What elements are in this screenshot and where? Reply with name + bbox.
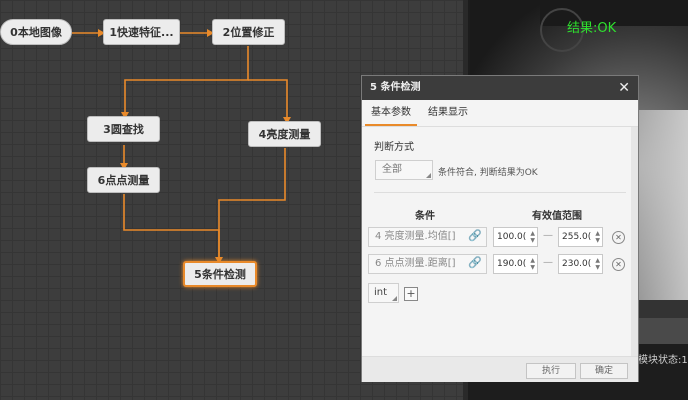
spinner-icon[interactable]: ▲▼ xyxy=(595,257,600,271)
execute-button[interactable]: 执行 xyxy=(526,363,576,379)
condition-row-1-min[interactable]: 100.0( ▲▼ xyxy=(493,227,538,247)
node-fast-feature[interactable]: 1快速特征... xyxy=(103,19,180,45)
min-value: 190.0( xyxy=(497,259,527,269)
type-select[interactable]: int xyxy=(368,283,399,303)
link-icon[interactable]: 🔗 xyxy=(468,256,482,269)
node-circle-find[interactable]: 3圆查找 xyxy=(87,116,160,142)
node-point-measure[interactable]: 6点点测量 xyxy=(87,167,160,193)
judge-note: 条件符合, 判断结果为OK xyxy=(438,168,538,178)
delete-row-2-icon[interactable]: ✕ xyxy=(612,258,625,271)
max-value: 255.0( xyxy=(562,232,592,242)
confirm-button[interactable]: 确定 xyxy=(580,363,628,379)
close-icon[interactable]: ✕ xyxy=(618,80,630,96)
type-value: int xyxy=(374,287,388,298)
spinner-icon[interactable]: ▲▼ xyxy=(595,230,600,244)
flow-connectors xyxy=(72,29,291,264)
condition-check-dialog: 5 条件检测 ✕ 基本参数 结果显示 判断方式 全部 条件符合, 判断结果为OK… xyxy=(361,75,639,382)
range-separator: — xyxy=(543,230,553,241)
dialog-titlebar[interactable]: 5 条件检测 ✕ xyxy=(362,76,638,100)
judge-method-select[interactable]: 全部 xyxy=(375,160,433,180)
col-range-header: 有效值范围 xyxy=(532,211,582,222)
condition-row-2-min[interactable]: 190.0( ▲▼ xyxy=(493,254,538,274)
spinner-icon[interactable]: ▲▼ xyxy=(530,257,535,271)
dropdown-corner-icon xyxy=(426,173,431,178)
range-separator: — xyxy=(543,257,553,268)
judge-method-label: 判断方式 xyxy=(374,142,414,153)
node-brightness[interactable]: 4亮度测量 xyxy=(248,121,321,147)
min-value: 100.0( xyxy=(497,232,527,242)
condition-row-1-max[interactable]: 255.0( ▲▼ xyxy=(558,227,603,247)
section-divider xyxy=(374,192,626,193)
image-panel-tab xyxy=(638,318,688,344)
dialog-title: 5 条件检测 xyxy=(370,82,421,93)
dialog-footer: 执行 确定 xyxy=(362,356,638,382)
link-icon[interactable]: 🔗 xyxy=(468,229,482,242)
tab-divider xyxy=(362,126,638,127)
node-position-correct[interactable]: 2位置修正 xyxy=(212,19,285,45)
add-condition-button[interactable]: + xyxy=(404,287,418,301)
judge-method-value: 全部 xyxy=(382,164,402,175)
tab-result-display[interactable]: 结果显示 xyxy=(428,107,468,118)
max-value: 230.0( xyxy=(562,259,592,269)
condition-row-2-source[interactable]: 6 点点测量.距离[] xyxy=(368,254,487,274)
col-condition-header: 条件 xyxy=(415,211,435,222)
dropdown-corner-icon xyxy=(392,296,397,301)
result-label: 结果:OK xyxy=(567,21,617,36)
image-ring xyxy=(540,8,584,52)
condition-row-1-source[interactable]: 4 亮度测量.均值[] xyxy=(368,227,487,247)
dialog-scrollbar[interactable] xyxy=(631,127,638,357)
module-status: 模块状态:1 xyxy=(638,355,688,366)
node-condition-check[interactable]: 5条件检测 xyxy=(183,261,257,287)
delete-row-1-icon[interactable]: ✕ xyxy=(612,231,625,244)
node-local-image[interactable]: 0本地图像 xyxy=(0,19,72,45)
spinner-icon[interactable]: ▲▼ xyxy=(530,230,535,244)
tab-basic-params[interactable]: 基本参数 xyxy=(365,102,417,126)
condition-row-2-max[interactable]: 230.0( ▲▼ xyxy=(558,254,603,274)
